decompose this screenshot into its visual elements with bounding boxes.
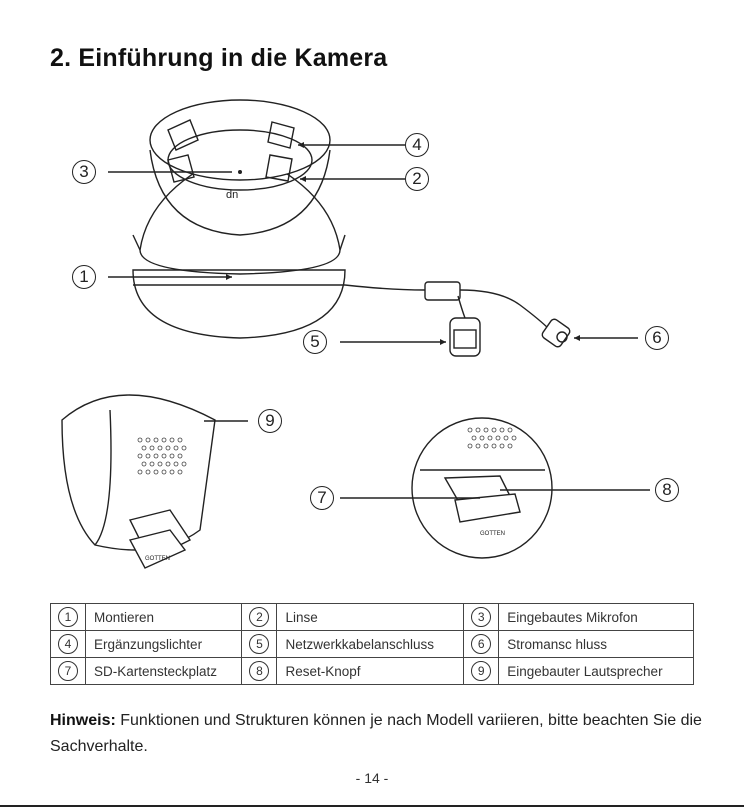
legend-number: 3 [471,607,492,627]
legend-label: Linse [276,603,465,631]
callout-1: 1 [72,265,96,289]
camera-logo-text: dn [226,189,238,201]
table-row: 4 Ergänzungslichter 5 Netzwerkkabelansch… [50,630,694,658]
legend-label: Stromansc hluss [498,630,694,658]
note-paragraph: Hinweis: Funktionen und Strukturen könne… [50,708,710,760]
legend-label: Eingebauter Lautsprecher [498,657,694,685]
legend-label: SD-Kartensteckplatz [84,657,243,685]
table-row: 7 SD-Kartensteckplatz 8 Reset-Knopf 9 Ei… [50,657,694,685]
brand-tag-left: GOTTEN [145,556,170,562]
callout-7: 7 [310,486,334,510]
camera-diagram: dn GOTTEN GOTTEN 3 1 4 2 5 6 9 7 8 [61,99,679,569]
legend-label: Netzwerkkabelanschluss [276,630,465,658]
parts-legend-table: 1 Montieren 2 Linse 3 Eingebautes Mikrof… [50,603,694,685]
table-row: 1 Montieren 2 Linse 3 Eingebautes Mikrof… [50,603,694,631]
callout-4: 4 [405,133,429,157]
legend-number: 5 [249,634,270,654]
bottom-divider [0,805,744,807]
legend-label: Reset-Knopf [276,657,465,685]
callout-3: 3 [72,160,96,184]
brand-tag-right: GOTTEN [480,531,505,537]
page-number: - 14 - [355,770,389,786]
page-title: 2. Einführung in die Kamera [50,44,388,72]
legend-number: 8 [249,661,270,681]
legend-number: 4 [58,634,78,654]
callout-8: 8 [655,478,679,502]
legend-label: Montieren [84,603,243,631]
legend-number: 1 [58,607,78,627]
note-label: Hinweis: [50,712,116,729]
legend-label: Ergänzungslichter [84,630,243,658]
callout-6: 6 [645,326,669,350]
legend-label: Eingebautes Mikrofon [498,603,694,631]
note-text: Funktionen und Strukturen können je nach… [50,712,702,755]
camera-illustration: dn GOTTEN GOTTEN [61,99,650,569]
legend-number: 2 [249,607,270,627]
legend-number: 9 [471,661,492,681]
legend-number: 7 [58,661,78,681]
legend-number: 6 [471,634,492,654]
callout-2: 2 [405,167,429,191]
callout-5: 5 [303,330,327,354]
callout-9: 9 [258,409,282,433]
